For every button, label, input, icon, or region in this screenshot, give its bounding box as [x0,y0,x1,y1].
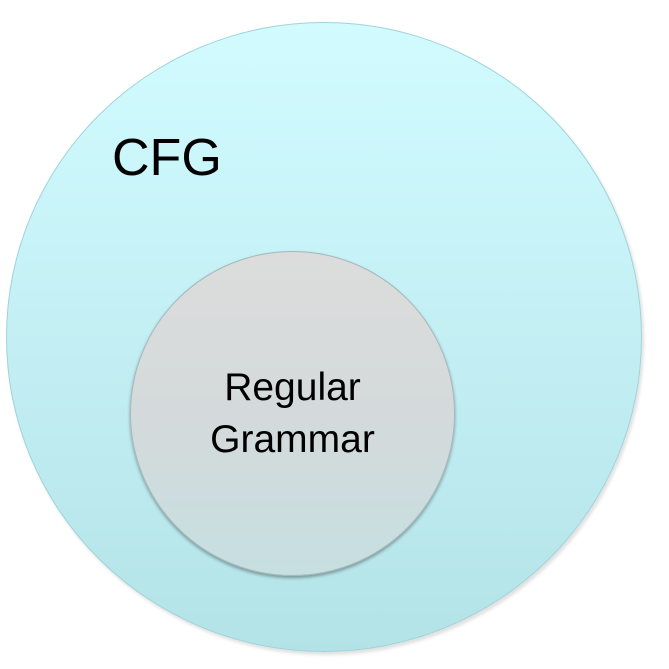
regular-grammar-label-line2: Grammar [210,418,375,461]
regular-grammar-label-line1: Regular [224,366,361,409]
regular-grammar-label: Regular Grammar [130,362,455,466]
cfg-label: CFG [112,129,222,187]
regular-grammar-circle [130,251,455,576]
